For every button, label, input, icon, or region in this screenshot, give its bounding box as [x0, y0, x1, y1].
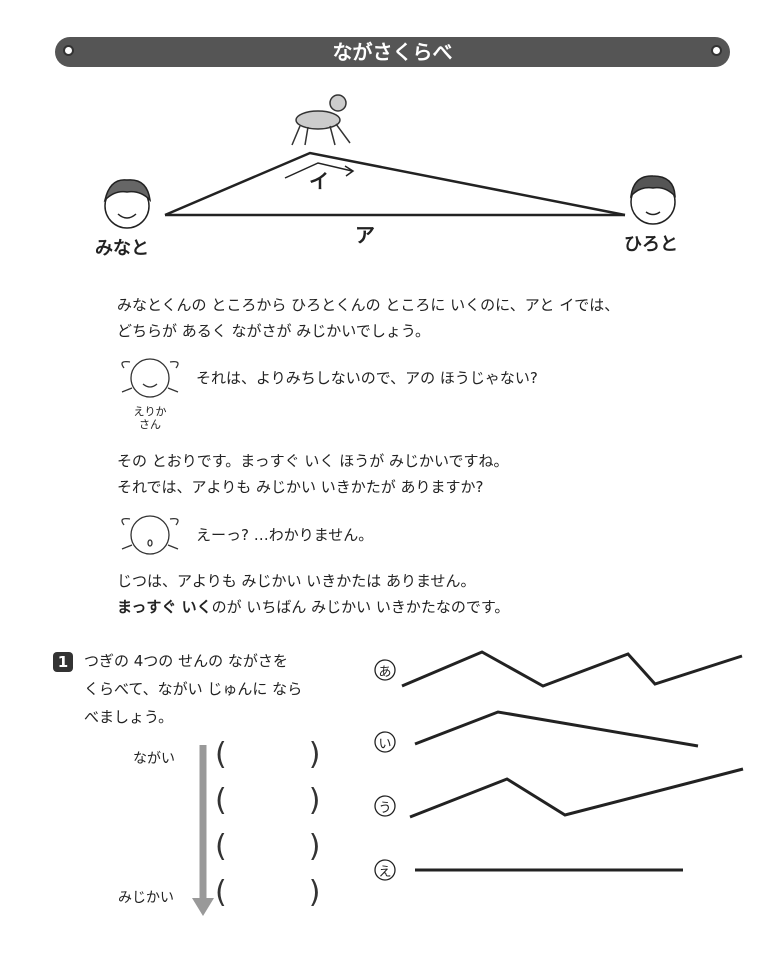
answer-box-3[interactable]: (): [215, 829, 320, 864]
question-number-badge: 1: [53, 652, 73, 672]
minato-name: みなと: [95, 238, 149, 259]
question-line-1: つぎの 4つの せんの ながさを: [84, 652, 288, 670]
banner-dot-right: [711, 45, 722, 56]
paragraph-2-line-2: それでは、アよりも みじかい いきかたが ありますか?: [117, 478, 484, 496]
dog-icon: [291, 94, 351, 146]
line-u: [409, 767, 744, 819]
answer-box-2[interactable]: (): [215, 783, 320, 818]
paragraph-1-line-1: みなとくんの ところから ひろとくんの ところに いくのに、アと イでは、: [117, 296, 620, 314]
erika-name-line-2: さん: [139, 418, 161, 431]
question-line-3: べましょう。: [84, 708, 174, 726]
line-label-i: い: [378, 737, 392, 752]
paren-close: ): [308, 737, 321, 772]
paragraph-2-line-1: その とおりです。まっすぐ いく ほうが みじかいですね。: [117, 452, 509, 470]
line-label-u: う: [378, 801, 392, 816]
label-a: ア: [355, 223, 375, 247]
paren-open: (: [215, 783, 227, 818]
erika-face-icon-2: [121, 515, 179, 555]
arrow-icon: [284, 162, 355, 179]
banner-dot-left: [63, 45, 74, 56]
paren-close: ): [308, 829, 321, 864]
line-label-e: え: [378, 865, 392, 880]
label-long: ながい: [133, 751, 175, 767]
path-i: [164, 151, 626, 217]
paragraph-1-line-2: どちらが あるく ながさが みじかいでしょう。: [117, 322, 430, 340]
line-a: [401, 650, 743, 688]
erika-name-line-1: えりか: [133, 405, 167, 418]
paren-open: (: [215, 737, 227, 772]
hiroto-name: ひろと: [624, 234, 678, 255]
answer-box-4[interactable]: (): [215, 875, 320, 910]
emphasis-text: まっすぐ いく: [117, 598, 212, 616]
answer-box-1[interactable]: (): [215, 737, 320, 772]
hiroto-face-icon: [629, 175, 676, 225]
paragraph-3-rest: のが いちばん みじかい いきかたなのです。: [211, 598, 510, 616]
paragraph-3-line-2: まっすぐ いくのが いちばん みじかい いきかたなのです。: [117, 594, 509, 620]
erika-face-icon: [121, 358, 179, 398]
title-banner: ながさくらべ: [55, 37, 730, 67]
erika-speech-2: えーっ? …わかりません。: [196, 526, 374, 544]
paren-close: ): [308, 875, 321, 910]
question-line-2: くらべて、ながい じゅんに なら: [84, 680, 303, 698]
circle-marks: [374, 659, 396, 881]
line-i: [414, 710, 699, 748]
label-short: みじかい: [118, 890, 174, 906]
erika-speech-1: それは、よりみちしないので、アの ほうじゃない?: [196, 369, 538, 387]
paren-close: ): [308, 783, 321, 818]
label-i: イ: [309, 169, 329, 193]
page-title: ながさくらべ: [332, 40, 453, 64]
paren-open: (: [215, 829, 227, 864]
erika-name: えりか さん: [130, 405, 170, 431]
order-arrow-head-icon: [192, 898, 214, 916]
paragraph-3-line-1: じつは、アよりも みじかい いきかたは ありません。: [117, 572, 476, 590]
paren-open: (: [215, 875, 227, 910]
minato-face-icon: [103, 179, 152, 229]
line-label-a: あ: [378, 665, 392, 680]
